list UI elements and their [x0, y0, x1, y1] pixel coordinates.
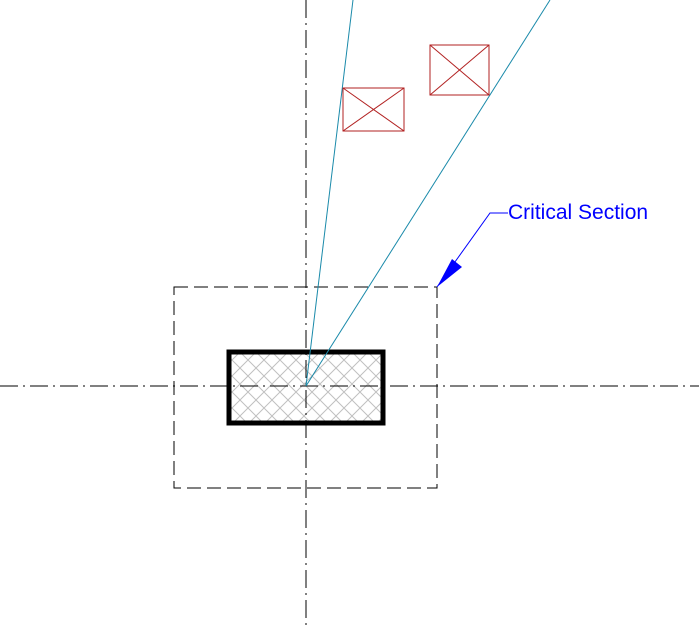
critical-section-label: Critical Section	[508, 201, 649, 224]
opening-2	[429, 44, 490, 96]
sightline-left	[305, 0, 354, 387]
column	[226, 349, 386, 426]
opening-1	[342, 87, 405, 132]
leader-arrowhead-icon	[437, 259, 462, 287]
critical-section-perimeter	[173, 286, 438, 489]
annotation-leader	[436, 212, 508, 288]
sightline-right	[305, 0, 551, 387]
